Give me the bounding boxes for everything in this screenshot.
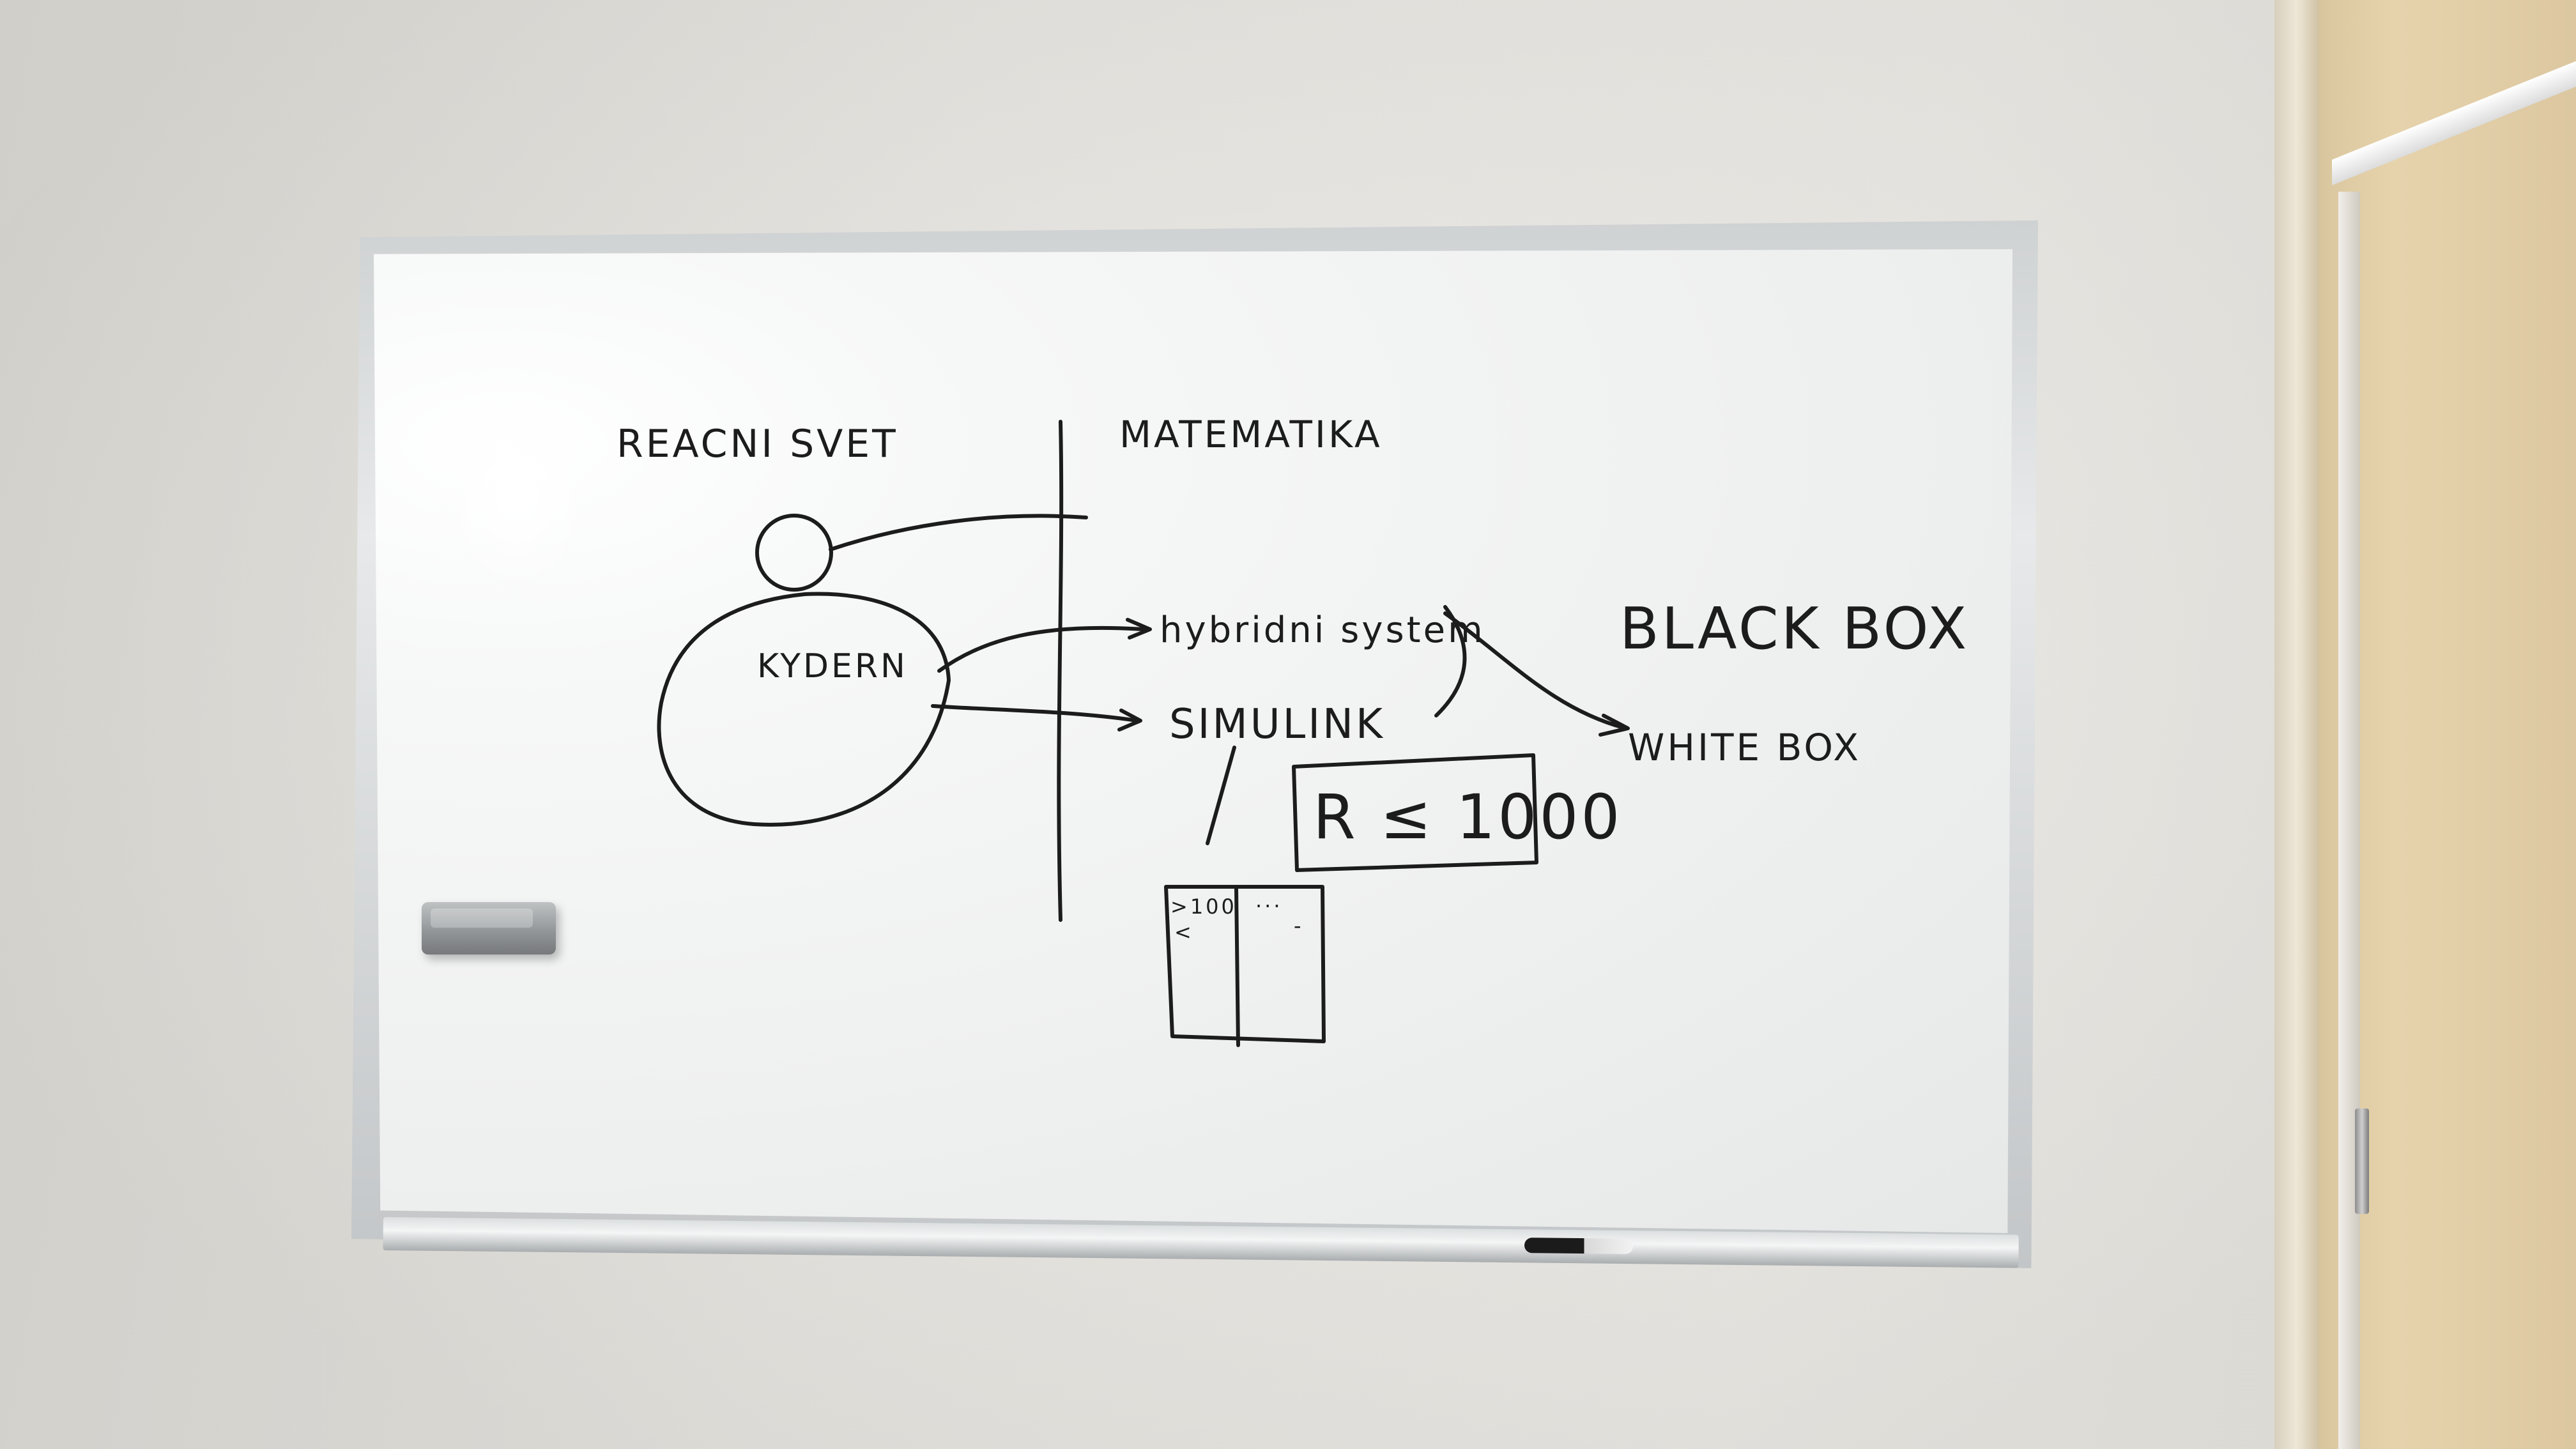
door-hinge — [2355, 1108, 2369, 1214]
arrow-to-simulink — [931, 704, 1142, 732]
label-hybrid-system: hybridni system — [1160, 610, 1485, 651]
label-value: R ≤ 1000 — [1313, 781, 1622, 853]
divider-line — [1057, 420, 1064, 922]
table-sketch — [1164, 885, 1326, 1047]
large-oval — [657, 592, 951, 827]
light-glare — [434, 396, 601, 601]
label-oval: KYDERN — [757, 647, 908, 686]
label-mathematics: MATEMATIKA — [1119, 413, 1383, 456]
table-cell-1: >100 — [1170, 894, 1237, 919]
label-white-box: WHITE BOX — [1628, 726, 1861, 769]
door-edge — [2338, 192, 2360, 1449]
small-circle — [755, 514, 833, 592]
wooden-door — [2274, 0, 2576, 1449]
label-real-world: REACNI SVET — [617, 422, 898, 466]
table-cell-3: ... — [1255, 888, 1283, 912]
whiteboard-surface — [374, 249, 2012, 1233]
eraser[interactable] — [422, 902, 556, 954]
value-box — [1292, 753, 1538, 872]
door-jamb — [2274, 0, 2319, 1449]
table-cell-2: < — [1174, 920, 1194, 944]
slash-mark — [1206, 746, 1236, 845]
label-black-box: BLACK BOX — [1620, 595, 1969, 663]
connector-line-top — [829, 514, 1088, 551]
table-cell-4: - — [1294, 914, 1304, 938]
label-simulink: SIMULINK — [1169, 701, 1385, 748]
arrow-to-hybrid — [937, 618, 1152, 673]
arrow-to-white-box — [1443, 611, 1630, 737]
